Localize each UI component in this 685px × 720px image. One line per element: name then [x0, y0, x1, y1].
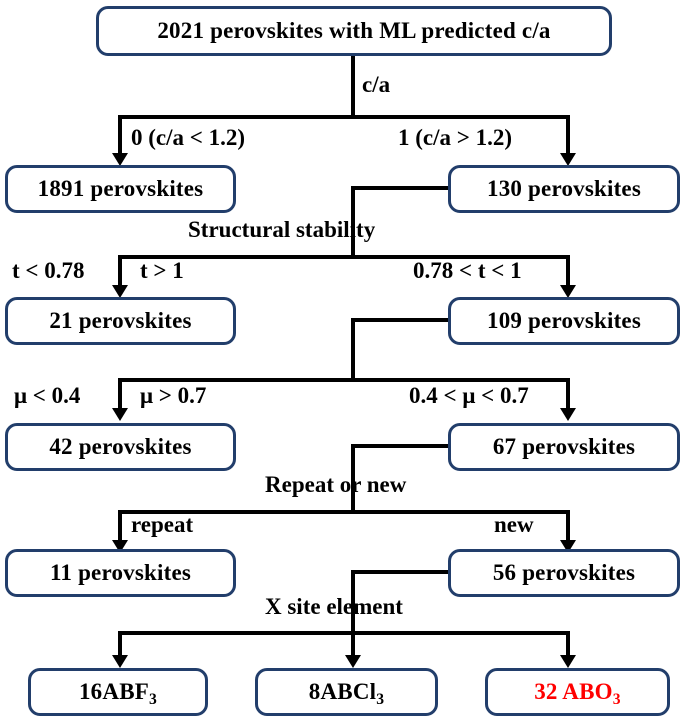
node-109-perovskites[interactable]: 109 perovskites — [448, 297, 680, 345]
node-42-label: 42 perovskites — [49, 434, 192, 459]
node-root[interactable]: 2021 perovskites with ML predicted c/a — [96, 6, 612, 56]
arrowhead-x-right — [560, 655, 576, 668]
edge-elbow-130-vertical — [351, 186, 355, 259]
edge-branch-ca-right — [566, 115, 570, 157]
branch-label-new: new — [494, 512, 534, 537]
subscript-3: 3 — [376, 691, 385, 708]
edge-split-bar-5 — [118, 631, 570, 635]
node-32abo3[interactable]: 32 ABO3 — [485, 668, 670, 716]
branch-label-mu-left2: μ > 0.7 — [140, 383, 207, 408]
decision-label-x-site-element: X site element — [265, 594, 403, 619]
node-130-label: 130 perovskites — [487, 176, 641, 201]
branch-label-t-right: 0.78 < t < 1 — [413, 258, 522, 283]
node-root-label: 2021 perovskites with ML predicted c/a — [157, 18, 551, 43]
branch-label-t-left2: t > 1 — [140, 258, 184, 283]
edge-elbow-130-horizontal — [351, 186, 450, 190]
arrowhead-t-right — [560, 285, 576, 298]
branch-label-mu-right: 0.4 < μ < 0.7 — [409, 383, 529, 408]
edge-branch-x-right — [566, 631, 570, 659]
branch-label-ca-right: 1 (c/a > 1.2) — [398, 125, 513, 150]
edge-branch-rn-right — [566, 510, 570, 544]
edge-elbow-67-horizontal — [351, 444, 450, 448]
branch-label-mu-left: μ < 0.4 — [14, 383, 81, 408]
node-42-perovskites[interactable]: 42 perovskites — [5, 423, 236, 471]
node-21-perovskites[interactable]: 21 perovskites — [5, 297, 236, 345]
node-1891-perovskites[interactable]: 1891 perovskites — [5, 165, 236, 213]
subscript-3: 3 — [148, 691, 157, 708]
edge-branch-x-center — [351, 631, 355, 659]
decision-label-repeat-or-new: Repeat or new — [265, 472, 407, 497]
arrowhead-x-left — [112, 655, 128, 668]
edge-branch-ca-left — [118, 115, 122, 157]
node-16abf3-label: 16ABF3 — [78, 679, 157, 708]
edge-branch-x-left — [118, 631, 122, 659]
edge-split-bar-1 — [118, 115, 570, 119]
node-67-label: 67 perovskites — [492, 434, 636, 459]
branch-label-t-left: t < 0.78 — [12, 258, 85, 283]
edge-branch-mu-left — [118, 378, 122, 412]
node-11-label: 11 perovskites — [49, 560, 192, 585]
edge-elbow-109-horizontal — [351, 318, 450, 322]
node-16abf3[interactable]: 16ABF3 — [28, 668, 208, 716]
edge-branch-mu-right — [566, 378, 570, 412]
edge-branch-t-right — [566, 255, 570, 289]
edge-branch-rn-left — [118, 510, 122, 544]
edge-split-bar-2 — [118, 255, 570, 259]
edge-split-bar-3 — [118, 378, 570, 382]
node-8abcl3[interactable]: 8ABCl3 — [255, 668, 438, 716]
node-32abo3-label: 32 ABO3 — [534, 679, 621, 708]
subscript-3: 3 — [612, 691, 621, 708]
node-67-perovskites[interactable]: 67 perovskites — [448, 423, 680, 471]
edge-elbow-109-vertical — [351, 318, 355, 381]
decision-label-structural-stability: Structural stability — [188, 217, 376, 242]
node-1891-label: 1891 perovskites — [37, 176, 204, 201]
arrowhead-mu-left — [112, 408, 128, 421]
arrowhead-t-left — [112, 285, 128, 298]
decision-label-ca: c/a — [362, 72, 391, 97]
node-21-label: 21 perovskites — [49, 308, 192, 333]
node-130-perovskites[interactable]: 130 perovskites — [448, 165, 680, 213]
branch-label-repeat: repeat — [131, 512, 194, 537]
node-56-label: 56 perovskites — [492, 560, 636, 585]
arrowhead-ca-left — [112, 153, 128, 166]
branch-label-ca-left: 0 (c/a < 1.2) — [131, 125, 246, 150]
node-56-perovskites[interactable]: 56 perovskites — [448, 549, 680, 597]
arrowhead-mu-right — [560, 408, 576, 421]
node-8abcl3-label: 8ABCl3 — [308, 679, 385, 708]
node-11-perovskites[interactable]: 11 perovskites — [5, 549, 236, 597]
edge-elbow-67-vertical — [351, 444, 355, 514]
node-109-label: 109 perovskites — [487, 308, 641, 333]
edge-elbow-56-vertical — [351, 570, 355, 635]
edge-elbow-56-horizontal — [351, 570, 450, 574]
arrowhead-x-center — [345, 655, 361, 668]
arrowhead-ca-right — [560, 153, 576, 166]
edge-split-bar-4 — [118, 510, 570, 514]
edge-root-stem — [351, 56, 355, 118]
edge-branch-t-left — [118, 255, 122, 289]
